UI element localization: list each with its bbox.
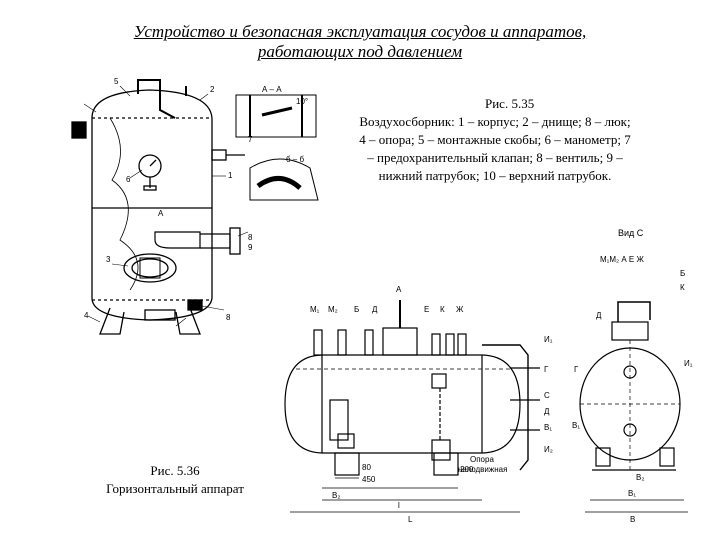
label-k: К — [440, 305, 445, 314]
rv-b-dim: B — [630, 515, 635, 524]
support-right — [175, 307, 201, 335]
label-d: Д — [372, 305, 378, 314]
section-b-b-label: б – б — [286, 155, 304, 164]
bottom-nozzle-flange — [229, 227, 241, 255]
receiver-shell — [91, 89, 213, 321]
label-m2: M₂ — [328, 305, 338, 314]
label-b: Б — [354, 305, 359, 314]
rv-i1: И₁ — [684, 359, 693, 368]
rv-b1: B₁ — [628, 489, 636, 498]
callout-2: 2 — [210, 85, 215, 94]
callout-6: 6 — [126, 175, 131, 184]
figure-535-heading: Рис. 5.35 — [485, 96, 535, 111]
rv-v2: В₂ — [636, 473, 644, 482]
support-left — [99, 307, 125, 335]
page-title: Устройство и безопасная эксплуатация сос… — [60, 22, 660, 62]
support-label-1: Опора — [470, 455, 494, 464]
label-c: С — [544, 391, 550, 400]
figure-536-caption-block: Рис. 5.36 Горизонтальный аппарат — [60, 462, 290, 498]
label-d-side: Д — [544, 407, 550, 416]
label-i1: И₁ — [544, 335, 553, 344]
rv-b: Б — [680, 269, 685, 278]
label-i2: И₂ — [544, 445, 553, 454]
label-m1: M₁ — [310, 305, 320, 314]
figure-535-caption-block: Рис. 5.35 Воздухосборник: 1 – корпус; 2 … — [355, 95, 635, 185]
callout-7: 7 — [248, 135, 253, 144]
figure-536-heading: Рис. 5.36 — [150, 463, 200, 478]
figure-535-caption: Воздухосборник: 1 – корпус; 2 – днище; 8… — [359, 114, 631, 183]
callout-4: 4 — [84, 311, 89, 320]
figure-536-caption: Горизонтальный аппарат — [106, 481, 244, 496]
label-g: Г — [544, 365, 549, 374]
rv-v1: В₁ — [572, 421, 580, 430]
rv-k: К — [680, 283, 685, 292]
view-c-label: Вид С — [618, 228, 644, 238]
support-label-2: неподвижная — [458, 465, 507, 474]
dim-b2: B₂ — [332, 491, 340, 500]
manhole-nozzle — [382, 327, 418, 356]
callout-1: 1 — [228, 171, 233, 180]
rv-g: Г — [574, 365, 579, 374]
rv-top: M₁M₂ А Е Ж — [600, 255, 644, 264]
dim-big-l: L — [408, 515, 413, 524]
horizontal-apparatus-drawing — [284, 300, 688, 513]
dim-l: l — [398, 501, 400, 510]
label-v1: В₁ — [544, 423, 552, 432]
callout-8b: 8 — [226, 313, 231, 322]
section-a-a — [235, 94, 317, 138]
label-e: Е — [424, 305, 429, 314]
callout-a: А — [158, 209, 164, 218]
support-sliding — [433, 452, 459, 476]
callout-8: 8 — [248, 233, 253, 242]
page-title-line2: работающих под давлением — [257, 42, 463, 61]
page-title-line1: Устройство и безопасная эксплуатация сос… — [133, 22, 587, 41]
callout-3: 3 — [106, 255, 111, 264]
dim-450: 450 — [362, 475, 376, 484]
hand-valve — [71, 121, 87, 139]
apparatus-shell — [284, 354, 521, 454]
angle-label: 10° — [296, 97, 308, 106]
label-a: А — [396, 285, 402, 294]
rv-d: Д — [596, 311, 602, 320]
manhole — [123, 253, 177, 283]
section-b-b — [249, 158, 319, 201]
callout-9: 9 — [248, 243, 253, 252]
support-fixed — [334, 452, 360, 476]
label-zh: Ж — [456, 305, 464, 314]
dim-80: 80 — [362, 463, 371, 472]
section-a-a-label: А – А — [262, 85, 282, 94]
callout-5: 5 — [114, 77, 119, 86]
dim-200: 200 — [460, 465, 474, 474]
